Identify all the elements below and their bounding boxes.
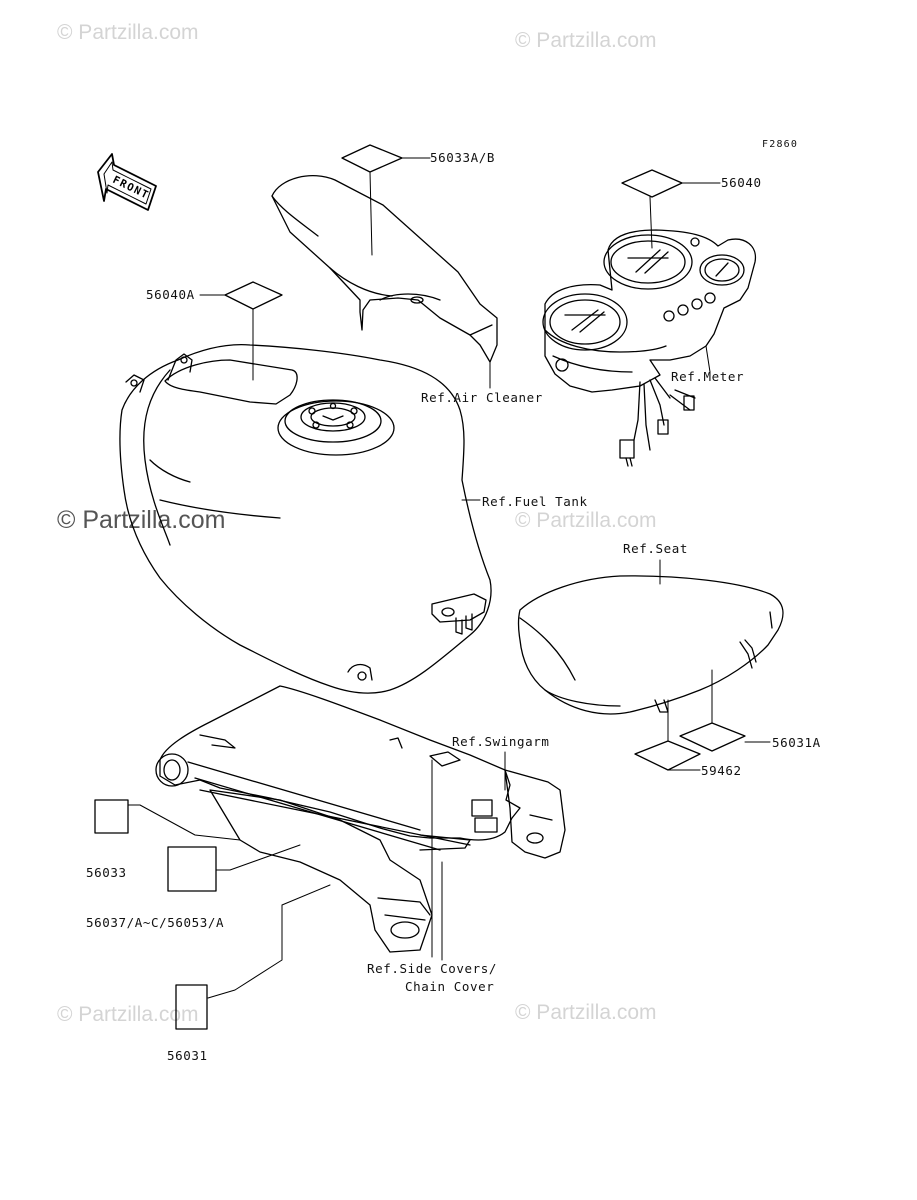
meter-drawing bbox=[542, 229, 757, 467]
ref-label-air-cleaner: Ref.Air Cleaner bbox=[421, 390, 543, 405]
part-label-56033ab: 56033A/B bbox=[430, 150, 496, 165]
seat-drawing bbox=[517, 575, 784, 715]
ref-label-meter: Ref.Meter bbox=[671, 369, 745, 384]
decal-56037-shape bbox=[167, 846, 217, 892]
figure-code: F2860 bbox=[762, 139, 799, 150]
part-label-56031a: 56031A bbox=[772, 735, 821, 750]
part-label-56033: 56033 bbox=[86, 865, 127, 880]
decal-56033-shape bbox=[94, 799, 129, 834]
decal-56040-shape bbox=[621, 169, 683, 198]
part-label-56031: 56031 bbox=[167, 1048, 208, 1063]
ref-label-side-covers-line2: Chain Cover bbox=[405, 979, 495, 994]
decal-59462-shape bbox=[634, 740, 701, 771]
swingarm-drawing bbox=[155, 685, 566, 953]
decal-56040a-shape bbox=[224, 281, 283, 310]
watermark-mid-right: © Partzilla.com bbox=[515, 509, 657, 532]
watermark-bottom-right: © Partzilla.com bbox=[515, 1001, 657, 1024]
leader-lines bbox=[127, 157, 771, 999]
front-arrow-text: FRONT bbox=[111, 174, 151, 202]
ref-label-fuel-tank: Ref.Fuel Tank bbox=[482, 494, 588, 509]
part-label-59462: 59462 bbox=[701, 763, 742, 778]
part-label-56040a: 56040A bbox=[146, 287, 195, 302]
ref-label-swingarm: Ref.Swingarm bbox=[452, 734, 550, 749]
ref-label-seat: Ref.Seat bbox=[623, 541, 689, 556]
fuel-tank-drawing bbox=[119, 344, 492, 694]
ref-label-side-covers-line1: Ref.Side Covers/ bbox=[367, 961, 498, 976]
watermark-top-right: © Partzilla.com bbox=[515, 29, 657, 52]
decal-56033ab-shape bbox=[341, 144, 403, 173]
part-label-56037: 56037/A~C/56053/A bbox=[86, 915, 225, 930]
front-arrow-icon: FRONT bbox=[97, 153, 157, 211]
part-label-56040: 56040 bbox=[721, 175, 762, 190]
air-cleaner-drawing bbox=[271, 175, 498, 363]
decal-56031-shape bbox=[175, 984, 208, 1030]
watermark-mid-left: © Partzilla.com bbox=[57, 506, 226, 534]
decal-56031a-shape bbox=[679, 722, 746, 752]
watermark-top-left: © Partzilla.com bbox=[57, 21, 199, 44]
watermark-bottom-left: © Partzilla.com bbox=[57, 1003, 199, 1026]
